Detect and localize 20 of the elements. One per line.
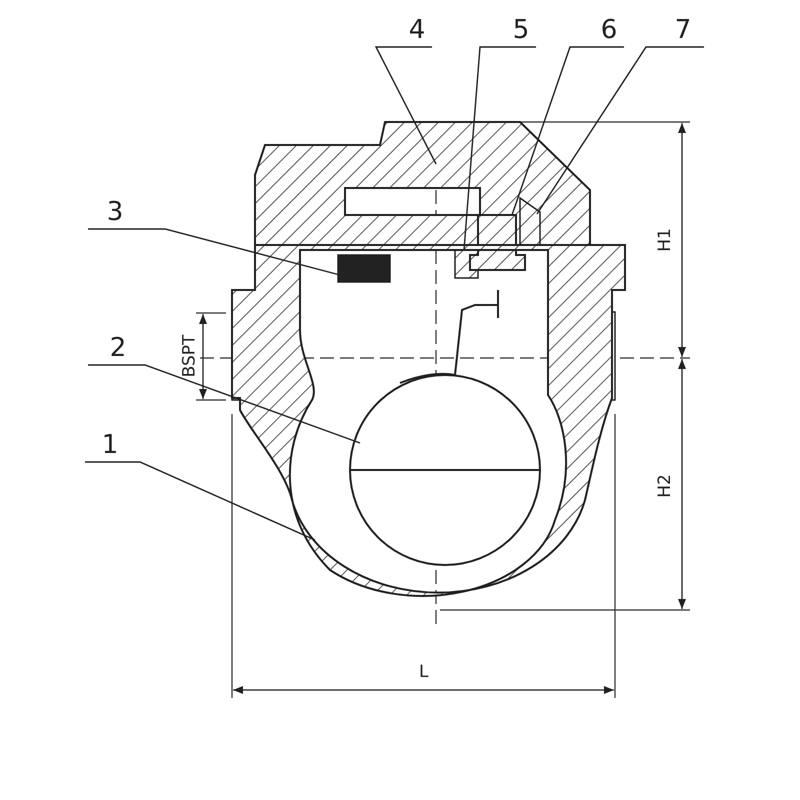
dimension-label: BSPT <box>179 334 200 378</box>
cover-part <box>254 121 591 246</box>
leader-line <box>88 228 340 276</box>
callout-number: 2 <box>103 333 133 363</box>
leader-line <box>88 364 360 444</box>
leader-line <box>85 461 316 541</box>
leader-line <box>374 46 437 164</box>
dimension-label: H1 <box>654 228 675 252</box>
body-part <box>231 244 626 597</box>
callout-number: 6 <box>594 15 624 45</box>
dimension-label: H2 <box>654 474 675 498</box>
callout-number: 7 <box>668 15 698 45</box>
callout-number: 1 <box>95 430 125 460</box>
dimension-label: L <box>419 662 428 682</box>
leader-line <box>511 46 624 216</box>
leader-line <box>536 46 704 214</box>
callout-number: 4 <box>402 15 432 45</box>
leader-line <box>463 46 536 250</box>
callout-number: 3 <box>100 197 130 227</box>
callout-number: 5 <box>506 15 536 45</box>
